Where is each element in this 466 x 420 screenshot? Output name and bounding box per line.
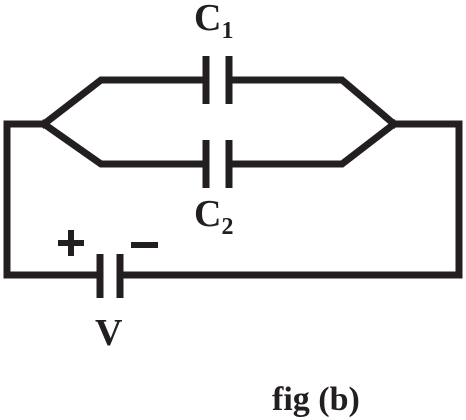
wire-branch-bottom-right xyxy=(225,119,399,168)
label-c2: C2 xyxy=(194,193,233,240)
wire-branch-bottom-left xyxy=(39,119,210,168)
label-battery-voltage: V xyxy=(95,312,123,354)
wire-outer-left xyxy=(3,120,101,279)
label-c1: C1 xyxy=(194,0,233,44)
wire-branch-top-right xyxy=(225,76,399,129)
wire-branch-top-left xyxy=(39,76,210,129)
figure-caption: fig (b) xyxy=(272,381,360,418)
wire-outer-right xyxy=(119,120,463,279)
battery-positive-sign xyxy=(58,230,84,256)
